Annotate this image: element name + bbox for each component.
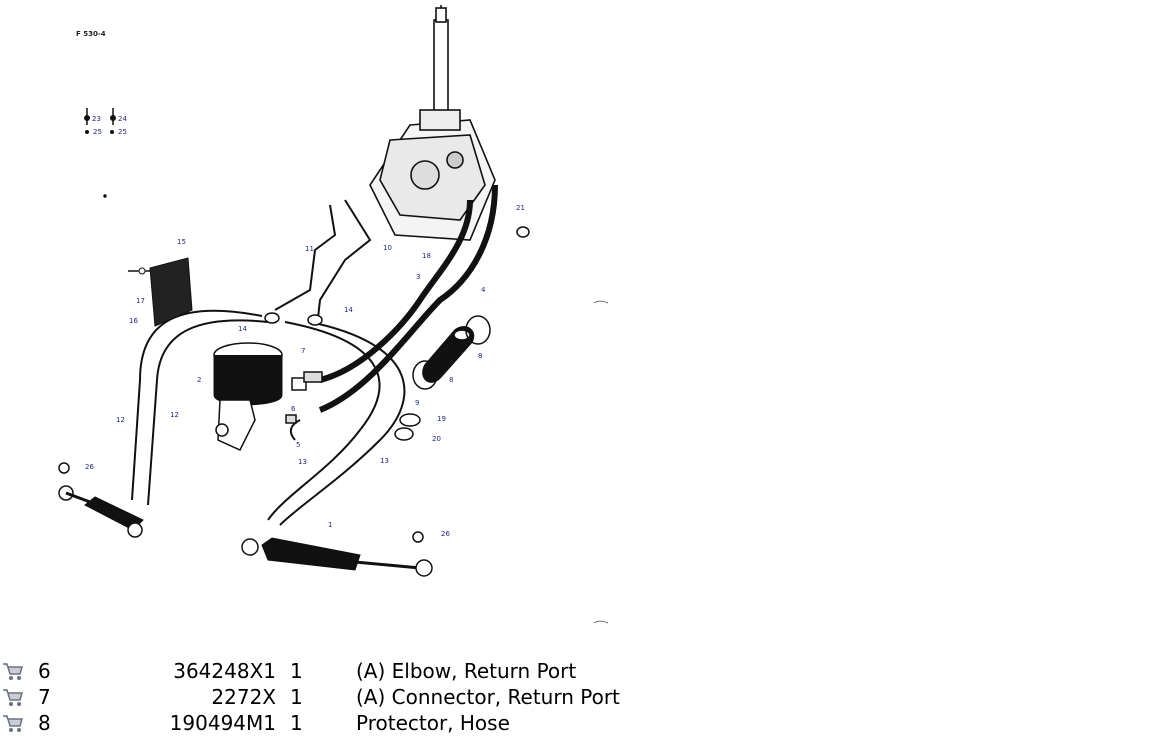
callout-labels: 1 2 3 4 5 6 7 8 8 9 10 11 12 12 13 13 14… bbox=[85, 115, 525, 538]
callout-label: 17 bbox=[136, 297, 145, 305]
fastener-group bbox=[84, 108, 116, 198]
parts-list-row: 6 364248X1 1 (A) Elbow, Return Port bbox=[0, 658, 700, 684]
callout-label: 13 bbox=[380, 457, 389, 465]
callout-label: 26 bbox=[441, 530, 450, 538]
callout-label: 23 bbox=[92, 115, 101, 123]
part-number: 364248X1 bbox=[173, 659, 276, 683]
callout-label: 14 bbox=[238, 325, 247, 333]
quantity: 1 bbox=[290, 711, 303, 735]
item-number: 7 bbox=[38, 685, 51, 709]
parts-list: 6 364248X1 1 (A) Elbow, Return Port 7 22… bbox=[0, 658, 700, 736]
main-steering-cylinder bbox=[241, 531, 433, 577]
callout-label: 25 bbox=[93, 128, 102, 136]
callout-label: 8 bbox=[449, 376, 453, 384]
callout-label: 6 bbox=[291, 405, 296, 413]
item-number: 6 bbox=[38, 659, 51, 683]
item-number: 8 bbox=[38, 711, 51, 735]
callout-label: 21 bbox=[516, 204, 525, 212]
mounting-bracket bbox=[128, 257, 193, 327]
callout-label: 7 bbox=[301, 347, 305, 355]
quantity: 1 bbox=[290, 685, 303, 709]
callout-label: 12 bbox=[170, 411, 179, 419]
cart-icon[interactable] bbox=[2, 687, 24, 707]
callout-label: 24 bbox=[118, 115, 127, 123]
fittings bbox=[264, 312, 323, 424]
part-number: 190494M1 bbox=[169, 711, 276, 735]
callout-label: 13 bbox=[298, 458, 307, 466]
left-steering-cylinder bbox=[58, 462, 144, 538]
callout-label: 10 bbox=[383, 244, 392, 252]
callout-label: 1 bbox=[328, 521, 332, 529]
callout-label: 12 bbox=[116, 416, 125, 424]
part-description: Protector, Hose bbox=[356, 711, 510, 735]
callout-label: 4 bbox=[481, 286, 486, 294]
callout-label: 2 bbox=[197, 376, 201, 384]
callout-label: 3 bbox=[416, 273, 420, 281]
scan-marks bbox=[593, 300, 609, 624]
callout-label: 18 bbox=[422, 252, 431, 260]
part-number: 2272X bbox=[211, 685, 276, 709]
callout-label: 20 bbox=[432, 435, 441, 443]
quantity: 1 bbox=[290, 659, 303, 683]
callout-label: 14 bbox=[344, 306, 353, 314]
callout-label: 9 bbox=[415, 399, 419, 407]
callout-label: 19 bbox=[437, 415, 446, 423]
parts-list-row: 8 190494M1 1 Protector, Hose bbox=[0, 710, 700, 736]
callout-label: 8 bbox=[478, 352, 482, 360]
callout-label: 16 bbox=[129, 317, 138, 325]
callout-label: 11 bbox=[305, 245, 314, 253]
steering-column bbox=[369, 5, 496, 241]
callout-label: 15 bbox=[177, 238, 186, 246]
exploded-parts-diagram: F 530-4 bbox=[58, 5, 609, 624]
hydraulic-hoses bbox=[131, 184, 498, 526]
callout-label: 5 bbox=[296, 441, 300, 449]
pump-reservoir bbox=[213, 342, 283, 451]
diagram-reference-label: F 530-4 bbox=[76, 30, 106, 38]
part-description: (A) Elbow, Return Port bbox=[356, 659, 577, 683]
part-description: (A) Connector, Return Port bbox=[356, 685, 620, 709]
cart-icon[interactable] bbox=[2, 661, 24, 681]
hose-protector bbox=[394, 226, 530, 441]
callout-label: 25 bbox=[118, 128, 127, 136]
parts-list-row: 7 2272X 1 (A) Connector, Return Port bbox=[0, 684, 700, 710]
cart-icon[interactable] bbox=[2, 713, 24, 733]
callout-label: 26 bbox=[85, 463, 94, 471]
